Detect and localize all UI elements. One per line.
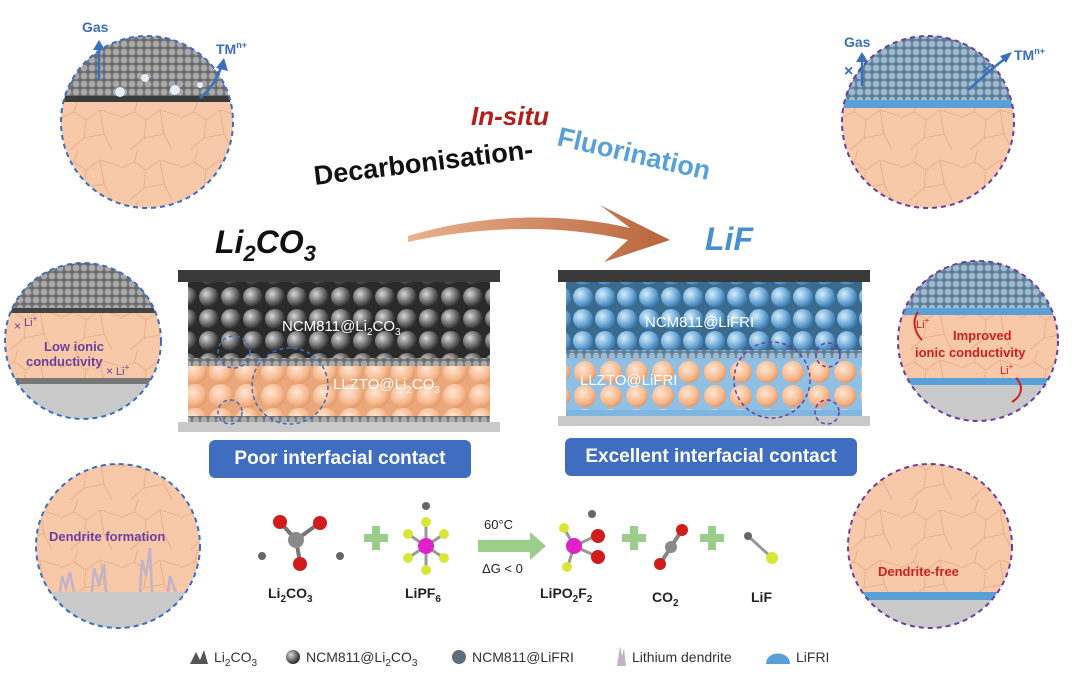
- dark-sphere-icon: [452, 650, 466, 664]
- left-top-current-collector: [178, 270, 500, 282]
- right-cathode-layer: [566, 282, 862, 352]
- circle-mid-left: × Li+ Low ionic conductivity × Li+: [4, 262, 162, 420]
- circle-top-right: × Gas × TMn+: [841, 34, 1045, 209]
- left-compound-label: Li2CO3: [215, 224, 316, 266]
- species-co2: CO2: [652, 589, 679, 609]
- legend-labels: Li2CO3 NCM811@Li2CO3 NCM811@LiFRI Lithiu…: [214, 649, 829, 669]
- dendrite-spikes: [58, 547, 178, 593]
- right-bottom-base: [558, 416, 870, 426]
- dendrite-free-text: Dendrite-free: [878, 564, 959, 579]
- legend-label-ncm-li2co3: NCM811@Li2CO3: [306, 649, 418, 669]
- left-cathode-layer: [188, 282, 490, 362]
- svg-text:×: ×: [844, 63, 853, 80]
- plus-icon-3: [700, 526, 724, 550]
- right-electrolyte-layer: [566, 358, 862, 412]
- left-bottom-base: [178, 422, 500, 432]
- dendrite-icon: [617, 646, 626, 666]
- reaction-gibbs: ΔG < 0: [482, 561, 523, 576]
- svg-text:×: ×: [106, 364, 113, 378]
- left-void-circle-1: [217, 335, 251, 369]
- right-contact-circle-1: [733, 341, 811, 419]
- li2co3-molecule-icon: [258, 515, 344, 571]
- right-compound-label: LiF: [705, 221, 754, 257]
- gray-sphere-icon: [286, 650, 300, 664]
- left-electrolyte-layer: [188, 366, 490, 418]
- right-contact-circle-3: [814, 399, 840, 425]
- lipo2f2-molecule-icon: [559, 510, 605, 572]
- legend-label-lifri: LiFRI: [796, 649, 829, 665]
- circle-bottom-right: Dendrite-free: [847, 463, 1013, 629]
- blue-cap-icon: [766, 653, 790, 664]
- right-interface-layer: [566, 350, 862, 358]
- li2co3-chip-icon: [190, 650, 208, 664]
- lif-molecule-icon: [744, 532, 778, 564]
- transformation-arrow: [408, 205, 670, 262]
- right-cell: NCM811@LiFRI LLZTO@LiFRI: [558, 270, 870, 426]
- species-lipo2f2: LiPO2F2: [540, 585, 593, 605]
- legend-label-ncm-lifri: NCM811@LiFRI: [472, 649, 574, 665]
- species-lif: LiF: [751, 589, 772, 605]
- title-line2-right: Fluorination: [555, 122, 714, 186]
- low-ionic-text-1: Low ionic: [44, 339, 104, 354]
- tm-label-right: TMn+: [1014, 46, 1045, 63]
- left-interface-layer: [188, 358, 490, 366]
- reaction-temperature: 60°C: [484, 517, 513, 532]
- legend-icons: [190, 646, 790, 666]
- lipf6-molecule-icon: [403, 502, 449, 575]
- circle-top-left: Gas TMn+: [60, 19, 247, 209]
- svg-text:×: ×: [14, 319, 21, 333]
- left-void-circle-2: [251, 347, 329, 425]
- legend-label-dendrite: Lithium dendrite: [632, 649, 732, 665]
- reaction-equation: Li2CO3 LiPF6 60°C ΔG < 0: [258, 502, 778, 609]
- title-line2: Decarbonisation-: [312, 134, 535, 191]
- title-in-situ: In-situ: [471, 101, 549, 131]
- right-cathode-label: NCM811@LiFRI: [645, 314, 754, 331]
- title-fluorination: Fluorination: [555, 122, 714, 186]
- circle-bottom-left: Dendrite formation: [35, 463, 201, 629]
- left-void-circle-3: [217, 399, 243, 425]
- gas-label-right: Gas: [844, 34, 871, 50]
- gas-label-left: Gas: [82, 19, 109, 35]
- species-li2co3: Li2CO3: [268, 585, 313, 605]
- right-caption-box: Excellent interfacial contact: [565, 438, 857, 476]
- svg-text:×: ×: [982, 61, 991, 78]
- right-bottom-interface: [566, 410, 862, 416]
- improved-text-2: ionic conductivity: [915, 345, 1026, 360]
- tm-label-left: TMn+: [216, 40, 247, 57]
- dendrite-formation-text: Dendrite formation: [49, 529, 165, 544]
- title-decarbonisation: Decarbonisation-: [312, 134, 535, 191]
- left-caption-box: Poor interfacial contact: [209, 440, 471, 478]
- improved-text-1: Improved: [953, 328, 1012, 343]
- left-cell: NCM811@Li2CO3 LLZTO@Li2CO3: [178, 270, 500, 432]
- right-electrolyte-label: LLZTO@LiFRI: [580, 372, 677, 389]
- co2-molecule-icon: [654, 524, 688, 570]
- species-lipf6: LiPF6: [405, 585, 441, 605]
- left-electrolyte-label: LLZTO@Li2CO3: [333, 376, 440, 396]
- right-contact-circle-2: [815, 342, 841, 368]
- low-ionic-text-2: conductivity: [26, 354, 103, 369]
- plus-icon-2: [622, 526, 646, 550]
- plus-icon-1: [364, 526, 388, 550]
- circle-mid-right: Li+ Improved ionic conductivity Li+: [897, 260, 1059, 422]
- legend-label-li2co3: Li2CO3: [214, 649, 257, 669]
- left-bottom-interface: [188, 416, 490, 422]
- right-top-current-collector: [558, 270, 870, 282]
- reaction-arrow: [478, 532, 546, 560]
